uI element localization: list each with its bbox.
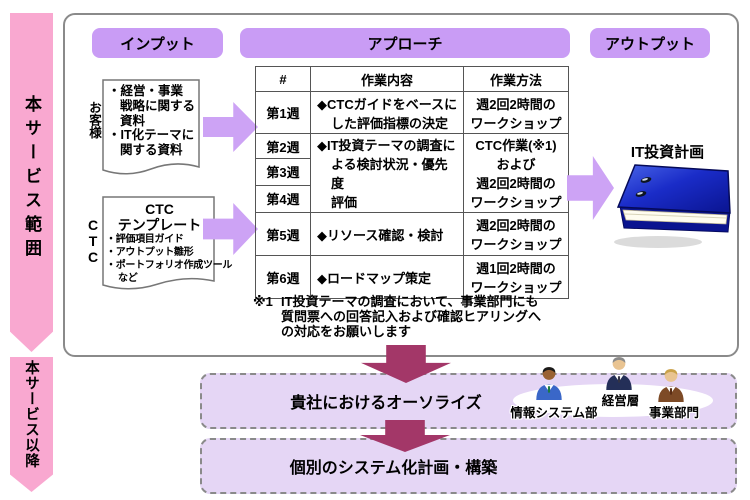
doc-title-line: テンプレート xyxy=(117,217,202,234)
content-cell: ◆IT投資テーマの調査に よる検討状況・優先度 評価 xyxy=(317,138,456,210)
week-cell: 第4週 xyxy=(255,184,311,214)
content-cell: ◆CTCガイドをベースに した評価指標の決定 xyxy=(317,96,458,131)
doc-item: ・アウトプット雛形 xyxy=(106,247,194,259)
col-header-number: # xyxy=(255,66,311,92)
after-service-banner: 本サービス以降 xyxy=(10,357,53,492)
doc-line: ・経営・事業 xyxy=(108,84,184,98)
week-cell: 第1週 xyxy=(255,91,311,134)
footnote-marker: ※1 xyxy=(253,294,273,309)
table-row: 第5週 ◆リソース確認・検討 週2回2時間の ワークショップ xyxy=(255,212,569,256)
col-header-method: 作業方法 xyxy=(463,66,569,92)
person-label-business: 事業部門 xyxy=(648,406,699,420)
content-cell: ◆ロードマップ策定 xyxy=(317,270,431,286)
binder-graphic xyxy=(610,158,734,250)
authorize-label: 貴社におけるオーソライズ xyxy=(290,395,482,412)
week-cell: 第2週 xyxy=(255,132,311,160)
table-row: 第1週 ◆CTCガイドをベースに した評価指標の決定 週2回2時間の ワークショ… xyxy=(255,91,569,134)
input-header: インプット xyxy=(92,28,223,58)
ctc-document-text: CTC テンプレート ・評価項目ガイド ・アウトプット雛形 ・ポートフォリオ作成… xyxy=(106,201,233,285)
person-label-management: 経営層 xyxy=(601,394,640,408)
person-info-systems-icon xyxy=(533,364,565,405)
footnote-text: IT投資テーマの調査において、事業部門にも 質問票への回答記入および確認ヒアリン… xyxy=(281,294,542,339)
ctc-owner-label: CTC xyxy=(85,217,101,265)
customer-owner-label: お客様 xyxy=(87,101,101,139)
doc-line: 資料 xyxy=(120,113,146,128)
document-shape-icon xyxy=(102,196,215,290)
build-label: 個別のシステム化計画・構築 xyxy=(289,460,498,477)
person-business-icon xyxy=(655,366,687,407)
customer-document: ・経営・事業 戦略に関する 資料 ・IT化テーマに 関する資料 xyxy=(102,79,200,181)
week-cell: 第3週 xyxy=(255,158,311,186)
person-label-info-systems: 情報システム部 xyxy=(510,406,598,420)
stakeholders-group: 情報システム部 経営層 事業部門 xyxy=(505,356,725,422)
after-service-banner-label: 本サービス以降 xyxy=(23,360,39,469)
document-shape-icon xyxy=(102,79,200,175)
content-cell: ◆リソース確認・検討 xyxy=(317,227,444,243)
output-label: IT投資計画 xyxy=(630,144,705,161)
customer-document-text: ・経営・事業 戦略に関する 資料 ・IT化テーマに 関する資料 xyxy=(108,84,198,158)
ctc-document: CTC テンプレート ・評価項目ガイド ・アウトプット雛形 ・ポートフォリオ作成… xyxy=(102,196,233,296)
approach-header: アプローチ xyxy=(240,28,570,58)
col-header-content: 作業内容 xyxy=(310,66,464,92)
doc-item: ・ポートフォリオ作成ツール xyxy=(106,260,233,272)
table-header-row: # 作業内容 作業方法 xyxy=(255,66,569,92)
doc-line: ・IT化テーマに xyxy=(108,128,195,143)
method-cell: 週2回2時間の ワークショップ xyxy=(463,91,569,134)
service-scope-banner: 本サービス範囲 xyxy=(10,13,53,352)
doc-item: など xyxy=(118,273,138,285)
output-header: アウトプット xyxy=(590,28,710,58)
output-header-label: アウトプット xyxy=(604,35,695,53)
doc-title-line: CTC xyxy=(145,201,174,217)
approach-header-label: アプローチ xyxy=(367,35,443,53)
binder-icon xyxy=(614,164,731,248)
method-cell: 週1回2時間の ワークショップ xyxy=(463,255,569,299)
week-cell: 第6週 xyxy=(255,255,311,299)
method-cell: CTC作業(※1) および 週2回2時間の ワークショップ xyxy=(463,133,569,213)
doc-line: 戦略に関する xyxy=(120,98,196,113)
table-row: 第4週 xyxy=(255,184,569,214)
table-row: 第6週 ◆ロードマップ策定 週1回2時間の ワークショップ xyxy=(255,255,569,299)
build-box: 個別のシステム化計画・構築 xyxy=(200,438,737,494)
doc-line: 関する資料 xyxy=(120,143,183,157)
person-management-icon xyxy=(603,354,635,395)
table-row: 第2週 ◆IT投資テーマの調査に よる検討状況・優先度 評価 CTC作業(※1)… xyxy=(255,132,569,213)
week-cell: 第5週 xyxy=(255,212,311,256)
doc-item: ・評価項目ガイド xyxy=(106,234,184,246)
service-scope-banner-label: 本サービス範囲 xyxy=(22,95,41,263)
input-header-label: インプット xyxy=(120,35,195,53)
method-cell: 週2回2時間の ワークショップ xyxy=(463,212,569,256)
approach-table: # 作業内容 作業方法 第1週 ◆CTCガイドをベースに した評価指標の決定 週… xyxy=(255,66,569,299)
footnote: ※1 IT投資テーマの調査において、事業部門にも 質問票への回答記入および確認ヒ… xyxy=(253,294,568,340)
